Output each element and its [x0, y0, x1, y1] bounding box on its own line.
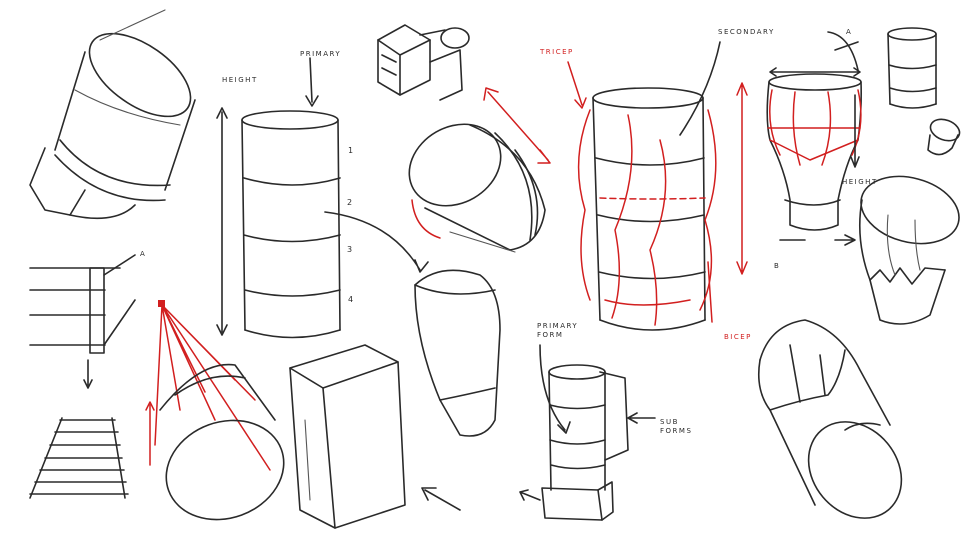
small-stacked-cylinder	[887, 27, 937, 109]
bent-capsule	[414, 269, 501, 437]
side-post-sketch	[29, 254, 136, 389]
ladder-sketch	[29, 417, 129, 499]
section-number-1: 1	[348, 146, 354, 155]
camera-box	[377, 24, 470, 101]
label-primary: PRIMARY	[300, 50, 342, 58]
label-a-left: A	[140, 250, 147, 258]
label-b-right: B	[774, 262, 781, 270]
tilted-cylinder-center	[408, 87, 551, 253]
section-number-3: 3	[347, 245, 353, 254]
vase-form	[766, 31, 862, 246]
label-a-top: A	[846, 28, 853, 36]
curve-arrow-primary	[324, 211, 429, 273]
tall-box	[289, 344, 406, 529]
label-tricep: TRICEP	[540, 48, 574, 56]
label-height: HEIGHT	[222, 76, 258, 84]
small-arrow-box	[421, 487, 461, 511]
label-sub-forms: SUB FORMS	[660, 418, 693, 435]
sub-forms-cylinder	[519, 344, 656, 521]
label-primary-form: PRIMARY FORM	[537, 322, 579, 339]
label-bicep: BICEP	[724, 333, 752, 341]
primary-cylinder	[216, 57, 341, 339]
bent-cylinder-bottom-right	[757, 319, 903, 519]
tilted-vase-right	[858, 175, 960, 325]
muscle-cylinder	[567, 41, 748, 331]
tilted-cylinder-top-left	[29, 9, 196, 220]
section-number-2: 2	[347, 198, 353, 207]
section-number-4: 4	[348, 295, 354, 304]
cone-cylinder-perspective	[145, 300, 285, 521]
tiny-cup	[927, 118, 961, 156]
label-height-small: HEIGHT	[842, 178, 878, 186]
label-secondary: SECONDARY	[718, 28, 775, 36]
